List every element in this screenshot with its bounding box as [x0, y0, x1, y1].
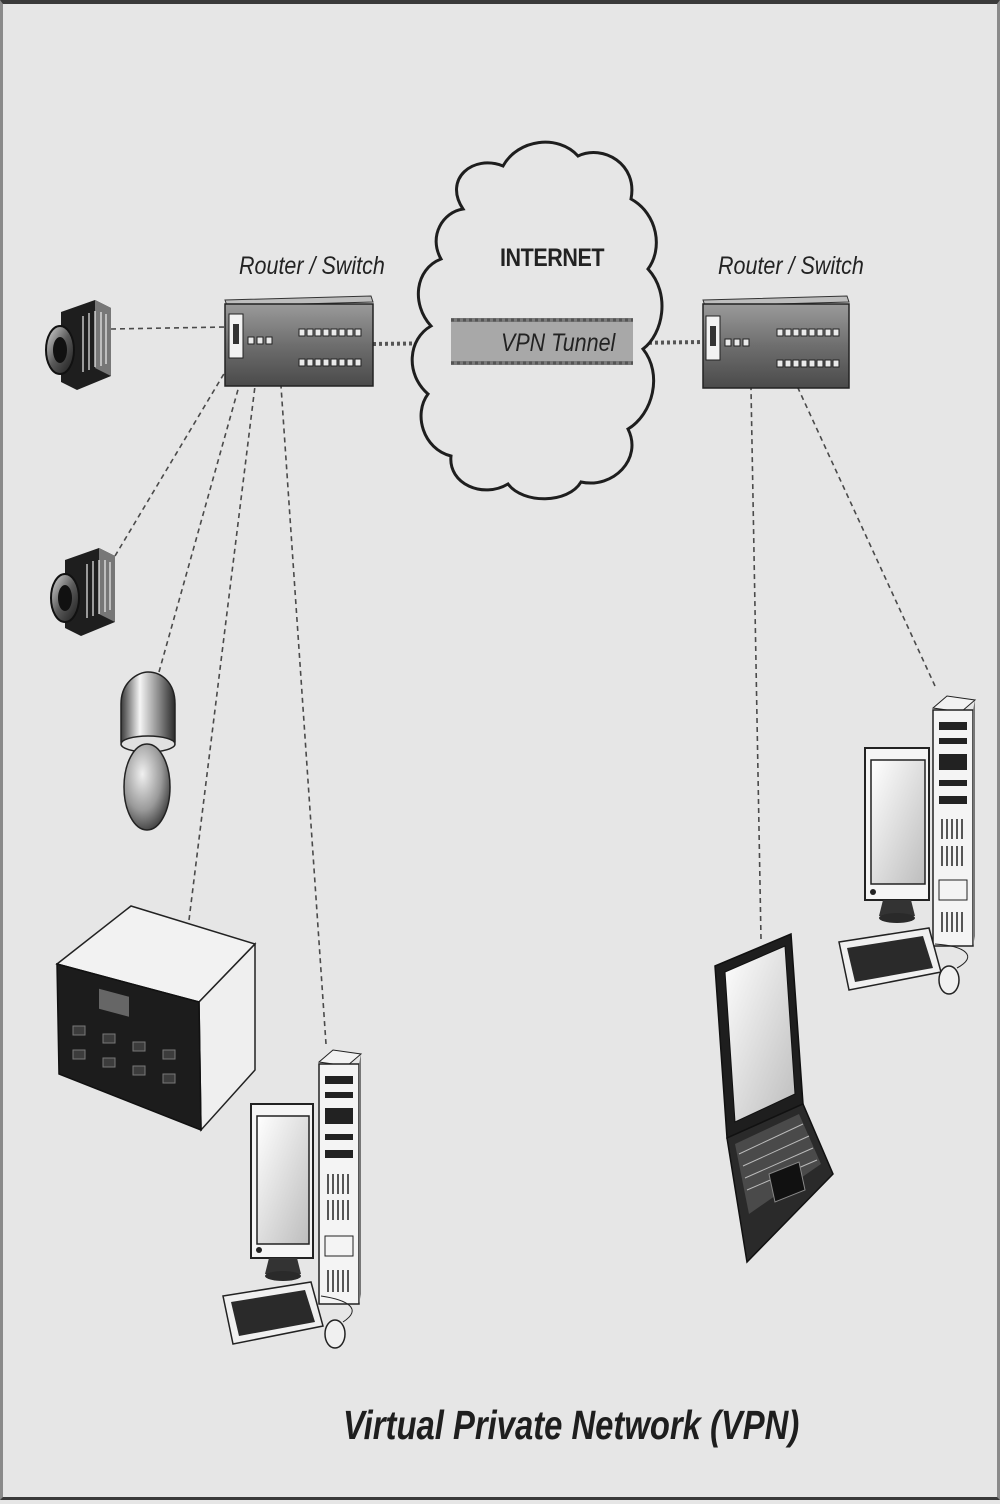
desktop-left-icon [222, 1049, 363, 1349]
vpn-tunnel [451, 318, 633, 365]
link-laptop [750, 387, 762, 940]
router-right-label: Router / Switch [718, 252, 864, 280]
link-desktop-left [280, 385, 327, 1045]
link-dvr [188, 385, 256, 921]
router-left [224, 295, 374, 387]
internet-cloud [410, 140, 664, 501]
connection-lines [110, 326, 936, 1045]
vpn-tunnel-label: VPN Tunnel [501, 329, 616, 357]
router-right [702, 295, 850, 389]
router-left-label: Router / Switch [239, 252, 385, 280]
diagram-canvas [45, 140, 977, 1349]
internet-label: INTERNET [500, 244, 605, 272]
box-camera-2-icon [50, 548, 115, 636]
router-right-ports [776, 328, 840, 368]
desktop-right-icon [838, 695, 977, 995]
laptop-icon [714, 932, 834, 1264]
link-desktop-right [797, 387, 936, 687]
link-dome-camera [158, 385, 240, 673]
dome-camera-icon [120, 671, 176, 831]
dvr-icon [55, 905, 257, 1132]
router-left-ports [298, 328, 362, 367]
diagram-caption: Virtual Private Network (VPN) [343, 1402, 800, 1448]
link-camera-2 [114, 371, 226, 557]
box-camera-1-icon [45, 300, 111, 390]
link-camera-1 [110, 326, 226, 330]
